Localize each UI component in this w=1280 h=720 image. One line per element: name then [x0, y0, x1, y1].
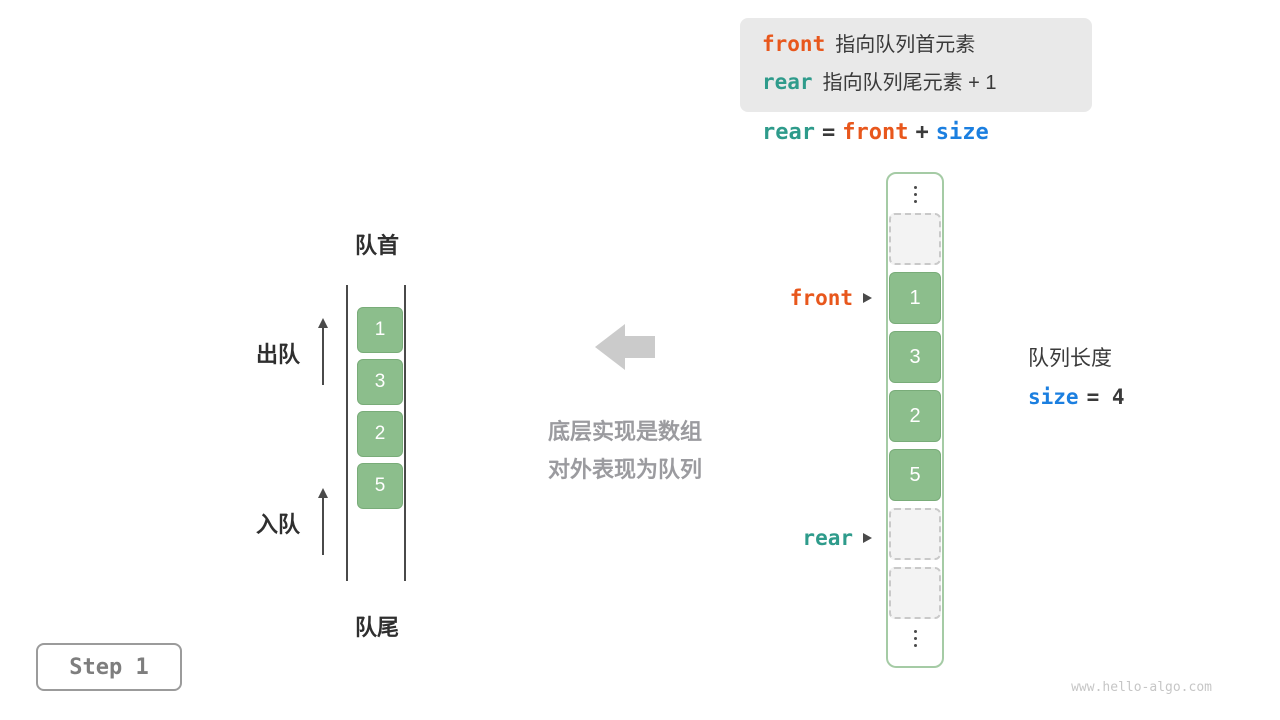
rear-pointer-label: rear — [802, 526, 853, 550]
enqueue-arrow-icon — [317, 488, 329, 555]
watermark: www.hello-algo.com — [1071, 680, 1212, 695]
front-keyword: front — [762, 32, 826, 56]
size-value: = 4 — [1086, 385, 1125, 409]
array-cell-empty — [889, 508, 941, 560]
array-cell: 5 — [889, 449, 941, 501]
queue-length-value-line: size = 4 — [1028, 385, 1125, 410]
queue-tail-label: 队尾 — [354, 615, 399, 640]
size-keyword: size — [1028, 385, 1079, 409]
queue-wall-left — [346, 285, 348, 581]
caption-line2: 对外表现为队列 — [547, 457, 702, 482]
queue-cell: 1 — [357, 307, 403, 353]
step-badge: Step 1 — [36, 643, 182, 691]
dequeue-label: 出队 — [256, 342, 301, 367]
legend-line-front: front 指向队列首元素 — [762, 26, 1070, 64]
queue-length-info: 队列长度 size = 4 — [1028, 342, 1125, 410]
queue-cells: 1 3 2 5 — [357, 307, 403, 509]
array-cell-empty — [889, 213, 941, 265]
formula-plus: + — [915, 120, 929, 145]
caption-line1: 底层实现是数组 — [547, 419, 702, 444]
enqueue-label: 入队 — [256, 512, 301, 537]
pointer-formula: rear=front+size — [762, 120, 996, 145]
queue-cell: 2 — [357, 411, 403, 457]
rear-pointer-arrow-icon — [863, 533, 872, 543]
queue-cell: 3 — [357, 359, 403, 405]
array-container: 1 3 2 5 — [886, 172, 944, 668]
queue-wall-right — [404, 285, 406, 581]
legend-line-rear: rear 指向队列尾元素 + 1 — [762, 64, 1070, 102]
front-description: 指向队列首元素 — [835, 34, 976, 56]
array-cell: 1 — [889, 272, 941, 324]
caption: 底层实现是数组 对外表现为队列 — [475, 413, 775, 489]
formula-size: size — [935, 120, 989, 145]
legend-box: front 指向队列首元素 rear 指向队列尾元素 + 1 — [740, 18, 1092, 112]
queue-cell: 5 — [357, 463, 403, 509]
dequeue-arrow-icon — [317, 318, 329, 385]
queue-length-title: 队列长度 — [1028, 347, 1112, 370]
formula-rear: rear — [762, 120, 815, 145]
queue-head-label: 队首 — [354, 233, 399, 258]
rear-keyword: rear — [762, 70, 813, 94]
front-pointer: front — [640, 284, 872, 312]
array-cell-empty — [889, 567, 941, 619]
rear-pointer: rear — [640, 524, 872, 552]
left-arrow-icon — [595, 324, 655, 370]
rear-description: 指向队列尾元素 + 1 — [822, 72, 997, 94]
ellipsis-icon — [913, 626, 917, 650]
ellipsis-icon — [913, 182, 917, 206]
step-label: Step 1 — [69, 654, 149, 680]
formula-front: front — [842, 120, 909, 145]
front-pointer-arrow-icon — [863, 293, 872, 303]
formula-equals: = — [821, 120, 836, 145]
array-cell: 2 — [889, 390, 941, 442]
front-pointer-label: front — [789, 286, 853, 310]
array-cell: 3 — [889, 331, 941, 383]
